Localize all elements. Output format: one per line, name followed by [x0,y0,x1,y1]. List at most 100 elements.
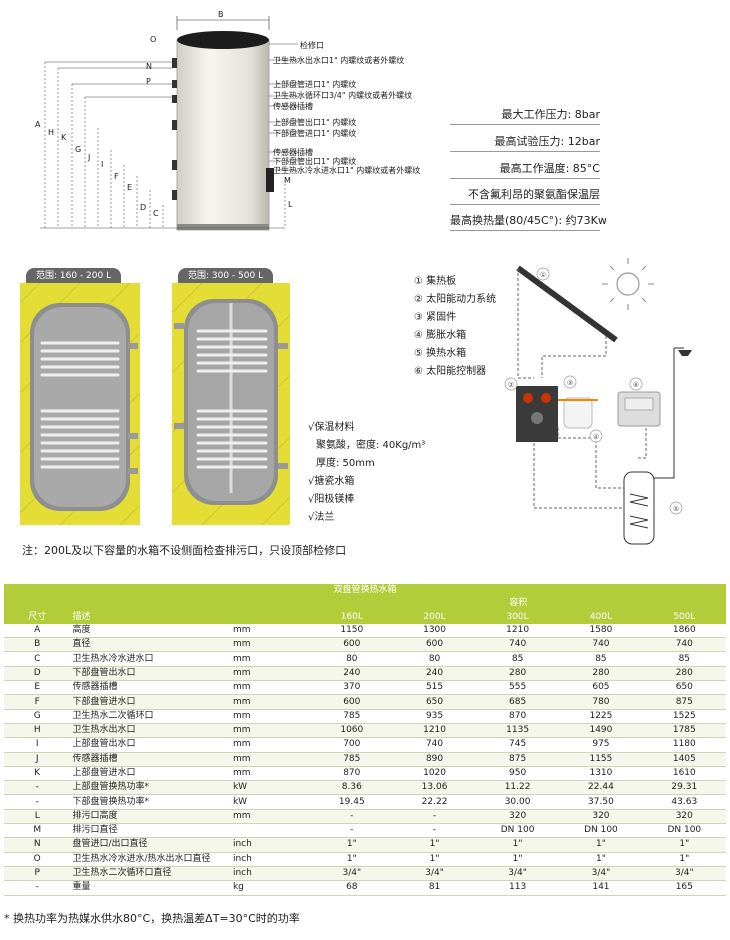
row-value: 1180 [642,737,726,753]
material-flange: √法兰 [308,512,335,523]
dim-label-l: L [288,200,293,209]
material-enamel: √搪瓷水箱 [308,476,355,487]
dim-label-o: O [150,35,157,44]
row-value: 240 [393,666,476,682]
row-value: 700 [310,737,394,753]
row-value: 600 [393,637,476,653]
tank-top-lid [177,31,269,49]
row-value: 85 [642,651,726,667]
row-value: 141 [559,880,643,896]
row-value: 1405 [642,752,726,767]
dim-label-b: B [218,10,224,19]
callout-hot-water-outlet: 卫生热水出水口1" 内螺纹或者外螺纹 [273,56,405,65]
row-value: 740 [642,637,726,653]
schematic-num-3: ③ [567,379,573,387]
row-value: 80 [310,651,394,667]
row-value: 1" [475,837,560,853]
schematic-num-1: ① [540,271,546,279]
row-value: 1580 [559,623,643,639]
row-value: 870 [475,709,560,724]
col-300l: 300L [475,610,560,624]
callout-recirculation-port: 卫生热水循环口3/4" 内螺纹或者外螺纹 [273,91,413,100]
spec-max-test-pressure: 最高试验压力: 12bar [450,133,600,152]
row-unit: inch [230,837,311,853]
row-value: 875 [642,694,726,710]
row-code: C [4,651,71,667]
schematic-num-2: ② [508,381,514,389]
row-unit: inch [230,866,311,882]
row-code: P [4,866,71,882]
row-value: 29.31 [642,780,726,796]
row-value: DN 100 [475,823,560,839]
row-desc: 卫生热水二次循环口 [70,709,231,724]
row-value: 1020 [393,766,476,782]
dim-label-k: K [61,133,67,142]
row-code: L [4,809,71,825]
material-insulation-density: 聚氨酸，密度: 40Kg/m³ [316,440,426,451]
row-value: 975 [559,737,643,753]
tank-ports [172,58,177,200]
tank-body [176,39,270,231]
spec-max-working-temperature: 最高工作温度: 85°C [450,160,600,179]
row-value: - [310,823,394,839]
tank-dimension-drawing [40,16,298,231]
row-desc: 下部盘管出水口 [70,666,231,682]
row-value: 85 [475,651,560,667]
row-value: 600 [310,637,394,653]
row-value: - [310,809,394,825]
row-desc: 排污口高度 [70,809,231,825]
row-code: - [4,880,71,896]
row-desc: 直径 [70,637,231,653]
row-value: - [393,809,476,825]
row-value: 85 [559,651,643,667]
row-code: H [4,723,71,739]
row-value: DN 100 [642,823,726,839]
expansion-tank [563,397,593,429]
sun-icon [602,258,654,310]
row-value: 22.22 [393,794,476,810]
row-value: 280 [559,666,643,682]
row-desc: 排污口直径 [70,823,231,839]
row-code: M [4,823,71,839]
row-desc: 下部盘管进水口 [70,694,231,710]
row-code: B [4,637,71,653]
row-value: 30.00 [475,794,560,810]
col-160l: 160L [310,610,394,624]
row-value: 950 [475,766,560,782]
solar-system-schematic: ① ② ③ ④ ⑤ ⑥ [504,258,692,545]
row-desc: 高度 [70,623,231,639]
row-value: 80 [393,651,476,667]
row-code: O [4,852,71,867]
row-desc: 盘管进口/出口直径 [70,837,231,853]
row-value: 240 [310,666,394,682]
col-size-header: 尺寸 [4,610,71,624]
row-value: 3/4" [642,866,726,882]
row-value: 875 [475,752,560,767]
row-value: 1210 [475,623,560,639]
row-code: E [4,680,71,696]
row-value: 280 [475,666,560,682]
row-value: 740 [475,637,560,653]
col-200l: 200L [393,610,476,624]
row-unit: kW [230,780,311,796]
row-value: 935 [393,709,476,724]
row-value: 785 [310,752,394,767]
range-tab-large: 范围: 300 - 500 L [178,268,274,284]
callout-inspection-port: 检修口 [300,41,324,50]
legend-fastener: ③ 紧固件 [414,312,457,323]
row-value: 320 [475,809,560,825]
collector-panel [516,265,618,343]
row-value: 1155 [559,752,643,767]
row-desc: 下部盘管换热功率* [70,794,231,810]
row-value: 8.36 [310,780,394,796]
row-value: 890 [393,752,476,767]
row-value: 1" [393,852,476,867]
row-value: 19.45 [310,794,394,810]
